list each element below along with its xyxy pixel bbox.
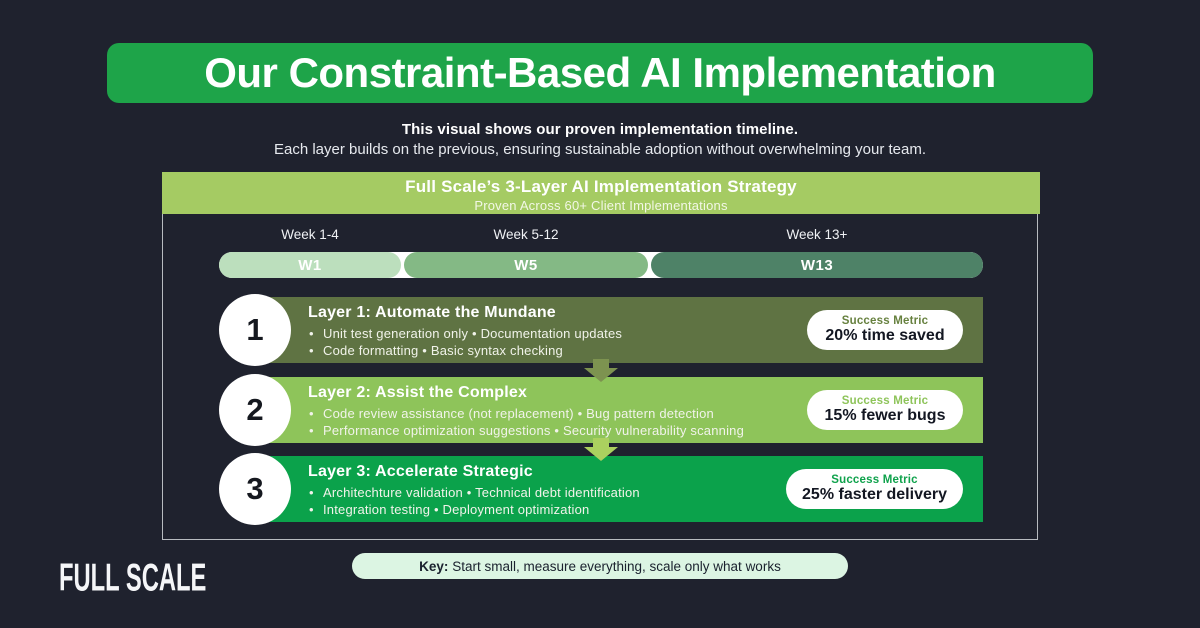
layer-3-success-metric-pill: Success Metric 25% faster delivery	[786, 469, 963, 509]
layer-1-bar: Layer 1: Automate the Mundane Unit test …	[247, 297, 983, 363]
strategy-panel: Full Scale’s 3-Layer AI Implementation S…	[162, 172, 1040, 540]
full-scale-logo: FULL SCALE	[59, 555, 207, 599]
intro-line-bold: This visual shows our proven implementat…	[401, 121, 799, 138]
page-title: Our Constraint-Based AI Implementation	[204, 49, 996, 96]
layer-3-number-badge: 3	[219, 453, 291, 525]
layer-1-number-badge: 1	[219, 294, 291, 366]
layer-3-bullet-2: Integration testing • Deployment optimiz…	[308, 501, 983, 518]
layer-2-bullet-2: Performance optimization suggestions • S…	[308, 422, 983, 439]
layer-1-metric-label: Success Metric	[841, 315, 929, 327]
week-label-2: Week 5-12	[493, 227, 559, 242]
layer-2-metric-value: 15% fewer bugs	[824, 407, 946, 424]
layer-2-bullet-1: Code review assistance (not replacement)…	[308, 405, 983, 422]
key-takeaway-pill: Key: Start small, measure everything, sc…	[352, 553, 848, 579]
layer-2-metric-label: Success Metric	[841, 395, 929, 407]
key-label: Key:	[419, 558, 449, 574]
layer-1-bullet-1: Unit test generation only • Documentatio…	[308, 325, 983, 342]
layer-1-success-metric-pill: Success Metric 20% time saved	[807, 310, 963, 350]
week-label-1: Week 1-4	[281, 227, 339, 242]
layer-2-title: Layer 2: Assist the Complex	[308, 384, 528, 401]
layer-3-bullet-1: Architechture validation • Technical deb…	[308, 484, 983, 501]
timeline-segment-w5: W5	[404, 252, 648, 278]
intro-line-regular: Each layer builds on the previous, ensur…	[273, 141, 927, 158]
timeline-segment-w1: W1	[219, 252, 401, 278]
layer-3-title: Layer 3: Accelerate Strategic	[308, 463, 533, 480]
layer-1-bullet-2: Code formatting • Basic syntax checking	[308, 342, 983, 359]
layer-2-number-badge: 2	[219, 374, 291, 446]
panel-title: Full Scale’s 3-Layer AI Implementation S…	[405, 177, 797, 196]
timeline-segment-w13: W13	[651, 252, 983, 278]
layer-1-title: Layer 1: Automate the Mundane	[308, 304, 556, 321]
panel-header: Full Scale’s 3-Layer AI Implementation S…	[162, 172, 1040, 214]
layer-3-metric-value: 25% faster delivery	[802, 486, 947, 503]
week-label-3: Week 13+	[786, 227, 848, 242]
layer-1-metric-value: 20% time saved	[825, 327, 945, 344]
key-text: Start small, measure everything, scale o…	[448, 558, 781, 574]
layer-3-bar: Layer 3: Accelerate Strategic Architecht…	[247, 456, 983, 522]
layer-3-metric-label: Success Metric	[831, 474, 918, 486]
panel-subtitle: Proven Across 60+ Client Implementations	[474, 198, 728, 213]
layer-2-success-metric-pill: Success Metric 15% fewer bugs	[807, 390, 963, 430]
title-banner: Our Constraint-Based AI Implementation	[107, 43, 1093, 103]
layer-1-content: Layer 1: Automate the Mundane Unit test …	[260, 297, 983, 363]
layer-3-content: Layer 3: Accelerate Strategic Architecht…	[260, 456, 983, 522]
